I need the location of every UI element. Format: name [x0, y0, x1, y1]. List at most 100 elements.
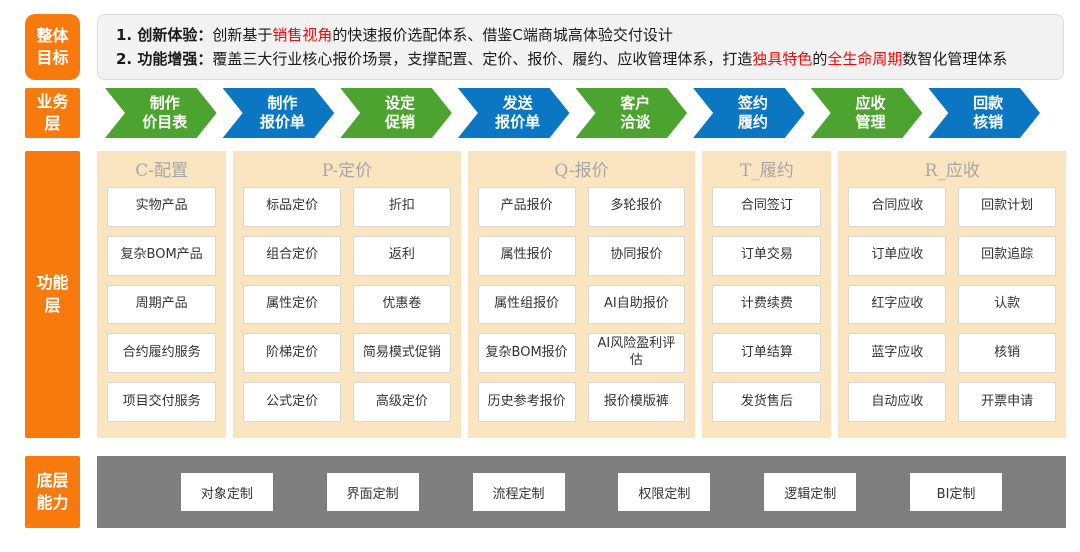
layer-label-line: 底层: [36, 470, 69, 490]
process-arrow-flow: 制作价目表制作报价单设定促销发送报价单客户洽谈签约履约应收管理回款核销: [105, 88, 1040, 138]
layer-label-line: 能力: [36, 493, 69, 512]
process-step-label: 客户: [620, 93, 651, 112]
function-item-box: 订单交易: [712, 235, 822, 276]
function-item-box: 阶梯定价: [243, 333, 341, 374]
function-item-box: 周期产品: [107, 284, 217, 325]
process-step-label: 回款: [973, 93, 1004, 112]
function-item-box: 发货售后: [712, 382, 822, 422]
process-step-label: 价目表: [142, 113, 188, 131]
function-item-box: 优惠卷: [352, 284, 451, 325]
goal-text-segment: 的快速报价选配体系、借鉴C端商城高体验交付设计: [332, 26, 673, 44]
goal-text-segment: 的: [812, 50, 828, 68]
function-item-box: 标品定价: [243, 187, 341, 227]
base-capability-box: 权限定制: [618, 473, 711, 511]
goal-text-segment: 覆盖三大行业核心报价场景，支撑配置、定价、报价、履约、应收管理体系，打造: [212, 50, 753, 68]
process-step-1: 制作价目表: [105, 88, 217, 138]
function-subcolumn-1: 合同签订订单交易计费续费订单结算发货售后: [712, 187, 822, 422]
layer-label-line: 业务: [36, 91, 69, 111]
function-item-box: 属性报价: [477, 235, 576, 276]
function-item-box: 报价模版裤: [587, 382, 686, 422]
function-column-title: R_应收: [924, 161, 980, 181]
process-step-3: 设定促销: [340, 88, 452, 138]
function-column-title: C-配置: [135, 161, 188, 181]
process-step-2: 制作报价单: [223, 88, 335, 138]
function-item-box: 项目交付服务: [107, 382, 217, 422]
function-item-box: 属性定价: [243, 284, 341, 325]
function-item-box: 核销: [958, 333, 1056, 374]
function-item-box: AI自助报价: [587, 284, 686, 325]
process-step-label: 报价单: [259, 113, 305, 131]
base-capability-box: 对象定制: [180, 473, 273, 511]
layer-label-line: 层: [44, 295, 61, 315]
process-step-label: 报价单: [495, 113, 541, 131]
function-item-box: 认款: [958, 284, 1056, 325]
layer-label-line: 目标: [36, 48, 69, 67]
layer-label-overall-goal: 整体目标: [25, 14, 80, 80]
function-column-title: P-定价: [321, 161, 373, 181]
process-step-label: 履约: [737, 113, 768, 131]
goal-line-2: 2. 功能增强：覆盖三大行业核心报价场景，支撑配置、定价、报价、履约、应收管理体…: [116, 47, 1045, 71]
function-item-box: 实物产品: [107, 187, 217, 227]
goal-text-segment: 创新基于: [212, 26, 273, 44]
function-item-box: 简易模式促销: [352, 333, 451, 374]
function-item-box: 开票申请: [958, 382, 1056, 422]
function-item-box: 自动应收: [848, 382, 947, 422]
process-step-6: 签约履约: [693, 88, 805, 138]
function-subcolumn-1: 合同应收订单应收红字应收蓝字应收自动应收: [848, 187, 947, 422]
function-subcolumn-2: 回款计划回款追踪认款核销开票申请: [958, 187, 1056, 422]
function-item-box: 历史参考报价: [477, 382, 576, 422]
goal-line-1: 1. 创新体验：创新基于销售视角的快速报价选配体系、借鉴C端商城高体验交付设计: [116, 23, 1045, 47]
function-column-title: T_履约: [739, 161, 794, 181]
function-subcolumn-1: 产品报价属性报价属性组报价复杂BOM报价历史参考报价: [477, 187, 576, 422]
process-step-label: 促销: [385, 113, 416, 131]
function-column-title: Q-报价: [554, 161, 609, 181]
function-subcolumns: 标品定价组合定价属性定价阶梯定价公式定价折扣返利优惠卷简易模式促销高级定价: [243, 187, 451, 422]
process-step-label: 制作: [149, 93, 180, 112]
base-capability-box: 逻辑定制: [764, 473, 857, 511]
process-step-label: 应收: [855, 93, 886, 112]
function-column-4: T_履约合同签订订单交易计费续费订单结算发货售后: [702, 151, 832, 438]
function-item-box: 复杂BOM报价: [477, 333, 576, 374]
layer-label-business: 业务层: [25, 88, 80, 138]
process-step-7: 应收管理: [811, 88, 923, 138]
process-step-label: 洽谈: [620, 113, 651, 131]
goal-text-segment: 数智化管理体系: [902, 50, 1008, 68]
function-column-2: P-定价标品定价组合定价属性定价阶梯定价公式定价折扣返利优惠卷简易模式促销高级定…: [233, 151, 461, 438]
function-subcolumn-1: 实物产品复杂BOM产品周期产品合约履约服务项目交付服务: [107, 187, 217, 422]
base-capability-box: 流程定制: [472, 473, 565, 511]
process-step-label: 签约: [737, 93, 768, 112]
process-step-label: 制作: [267, 93, 298, 112]
function-column-5: R_应收合同应收订单应收红字应收蓝字应收自动应收回款计划回款追踪认款核销开票申请: [838, 151, 1066, 438]
layer-label-base: 底层能力: [25, 456, 80, 528]
function-item-box: 订单结算: [712, 333, 822, 374]
function-item-box: 合同签订: [712, 187, 822, 227]
function-subcolumns: 合同应收订单应收红字应收蓝字应收自动应收回款计划回款追踪认款核销开票申请: [848, 187, 1056, 422]
process-step-4: 发送报价单: [458, 88, 570, 138]
function-item-box: 属性组报价: [477, 284, 576, 325]
process-step-label: 发送: [502, 93, 533, 112]
function-item-box: 订单应收: [848, 235, 947, 276]
function-subcolumns: 合同签订订单交易计费续费订单结算发货售后: [712, 187, 822, 422]
goal-text-segment: 1. 创新体验：: [116, 26, 213, 44]
layer-label-line: 层: [44, 114, 61, 133]
process-step-5: 客户洽谈: [576, 88, 688, 138]
layer-label-line: 整体: [36, 25, 69, 45]
function-item-box: 复杂BOM产品: [107, 235, 217, 276]
goal-text-segment: 2. 功能增强：: [116, 50, 213, 68]
function-item-box: 折扣: [352, 187, 451, 227]
function-item-box: 回款计划: [958, 187, 1056, 227]
base-capability-box: 界面定制: [326, 473, 419, 511]
function-item-box: 蓝字应收: [848, 333, 947, 374]
function-subcolumn-1: 标品定价组合定价属性定价阶梯定价公式定价: [243, 187, 341, 422]
function-subcolumn-2: 折扣返利优惠卷简易模式促销高级定价: [352, 187, 451, 422]
layer-label-line: 功能: [36, 273, 69, 293]
process-step-label: 设定: [385, 93, 416, 112]
function-item-box: 计费续费: [712, 284, 822, 325]
